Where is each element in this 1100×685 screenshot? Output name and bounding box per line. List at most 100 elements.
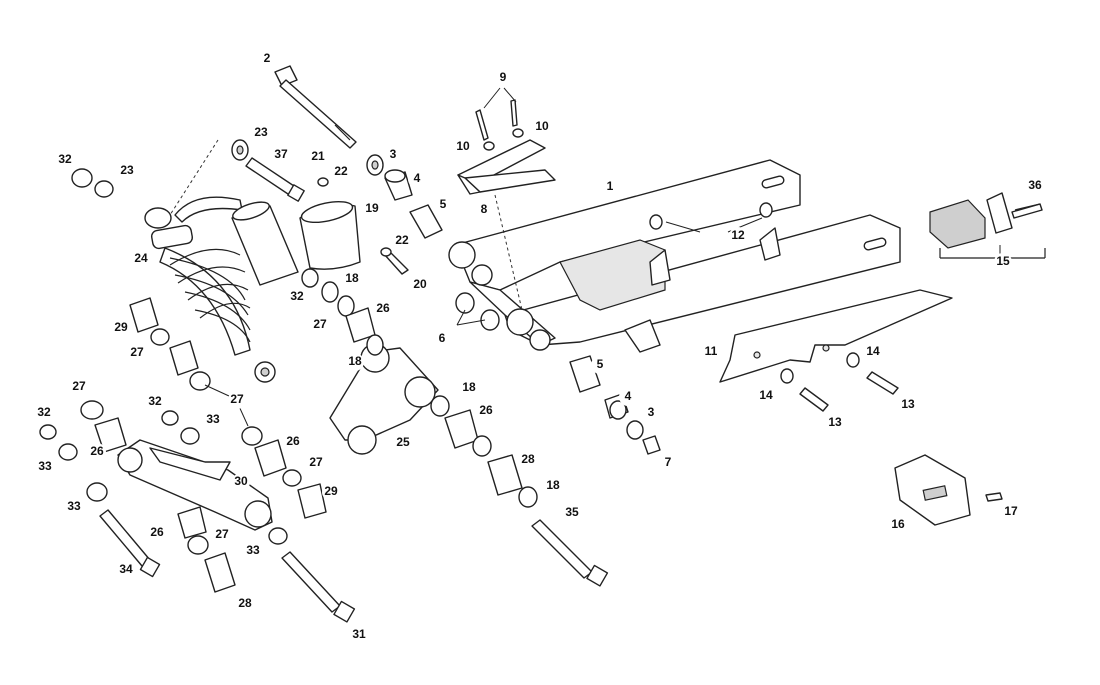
callout-text: 5: [597, 357, 604, 371]
callout-36: 36: [1026, 177, 1044, 195]
callout-text: 18: [348, 354, 362, 368]
callout-33: 33: [36, 458, 54, 476]
callout-26: 26: [284, 433, 302, 451]
callout-text: 7: [665, 455, 672, 469]
callout-text: 27: [309, 455, 323, 469]
callout-26: 26: [148, 524, 166, 542]
callout-22: 22: [393, 232, 411, 250]
callout-text: 34: [119, 562, 133, 576]
callout-text: 22: [334, 164, 348, 178]
callout-text: 33: [206, 412, 220, 426]
callout-text: 18: [546, 478, 560, 492]
callout-27: 27: [128, 344, 146, 362]
callout-text: 33: [38, 459, 52, 473]
callout-text: 29: [324, 484, 338, 498]
callout-text: 1: [607, 179, 614, 193]
callout-31: 31: [350, 626, 368, 644]
callout-16: 16: [889, 516, 907, 534]
callout-text: 26: [376, 301, 390, 315]
callout-3: 3: [384, 146, 402, 164]
callout-text: 30: [234, 474, 248, 488]
chain-adjusters: [929, 192, 1046, 259]
callout-18: 18: [460, 379, 478, 397]
callout-29: 29: [322, 483, 340, 501]
callout-text: 32: [148, 394, 162, 408]
callout-32: 32: [146, 393, 164, 411]
callout-text: 32: [37, 405, 51, 419]
callout-33: 33: [65, 498, 83, 516]
callout-text: 13: [901, 397, 915, 411]
callout-35: 35: [563, 504, 581, 522]
link-arm: [117, 439, 273, 531]
callout-27: 27: [307, 454, 325, 472]
callout-32: 32: [35, 404, 53, 422]
callout-text: 23: [254, 125, 268, 139]
callout-25: 25: [394, 434, 412, 452]
callout-text: 4: [414, 171, 421, 185]
callout-text: 22: [395, 233, 409, 247]
callout-18: 18: [544, 477, 562, 495]
callout-text: 2: [264, 51, 271, 65]
callout-9: 9: [494, 69, 512, 87]
callout-text: 21: [311, 149, 325, 163]
guide-line: [494, 194, 523, 311]
callout-6: 6: [433, 330, 451, 348]
callout-text: 17: [1004, 504, 1018, 518]
callout-28: 28: [236, 595, 254, 613]
callout-1: 1: [601, 178, 619, 196]
callout-19: 19: [363, 200, 381, 218]
callout-14: 14: [864, 343, 882, 361]
callout-24: 24: [132, 250, 150, 268]
callout-text: 27: [130, 345, 144, 359]
callout-14: 14: [757, 387, 775, 405]
callout-10: 10: [533, 118, 551, 136]
callout-text: 26: [150, 525, 164, 539]
callout-text: 26: [286, 434, 300, 448]
callout-text: 27: [215, 527, 229, 541]
callout-text: 20: [413, 277, 427, 291]
callout-text: 18: [345, 271, 359, 285]
callout-text: 27: [230, 392, 244, 406]
chain-tensioner: [894, 454, 1003, 526]
callout-text: 33: [67, 499, 81, 513]
bolts: [99, 99, 1041, 623]
callout-21: 21: [309, 148, 327, 166]
callout-3: 3: [642, 404, 660, 422]
callout-text: 19: [365, 201, 379, 215]
callout-text: 10: [535, 119, 549, 133]
callout-text: 3: [390, 147, 397, 161]
callout-20: 20: [411, 276, 429, 294]
callout-33: 33: [244, 542, 262, 560]
callout-text: 11: [705, 344, 718, 358]
callout-22: 22: [332, 163, 350, 181]
callout-labels: 1233445567891010111213131414151617181818…: [35, 50, 1044, 644]
callout-7: 7: [659, 454, 677, 472]
callout-10: 10: [454, 138, 472, 156]
callout-18: 18: [343, 270, 361, 288]
callout-text: 6: [439, 331, 446, 345]
callout-text: 27: [72, 379, 86, 393]
callout-text: 3: [648, 405, 655, 419]
callout-text: 16: [891, 517, 905, 531]
callout-text: 5: [440, 197, 447, 211]
callout-text: 32: [58, 152, 72, 166]
callout-23: 23: [118, 162, 136, 180]
callout-12: 12: [729, 227, 747, 245]
callout-13: 13: [899, 396, 917, 414]
callout-4: 4: [408, 170, 426, 188]
callout-13: 13: [826, 414, 844, 432]
callout-text: 35: [565, 505, 579, 519]
callout-27: 27: [228, 391, 246, 409]
callout-text: 15: [996, 254, 1010, 268]
callout-text: 23: [120, 163, 134, 177]
chain-slider: [457, 139, 556, 195]
callout-34: 34: [117, 561, 135, 579]
callout-4: 4: [619, 388, 637, 406]
callout-text: 4: [625, 389, 632, 403]
callout-text: 18: [462, 380, 476, 394]
callout-29: 29: [112, 319, 130, 337]
callout-text: 14: [866, 344, 880, 358]
guide-line: [169, 139, 219, 216]
callout-text: 25: [396, 435, 410, 449]
